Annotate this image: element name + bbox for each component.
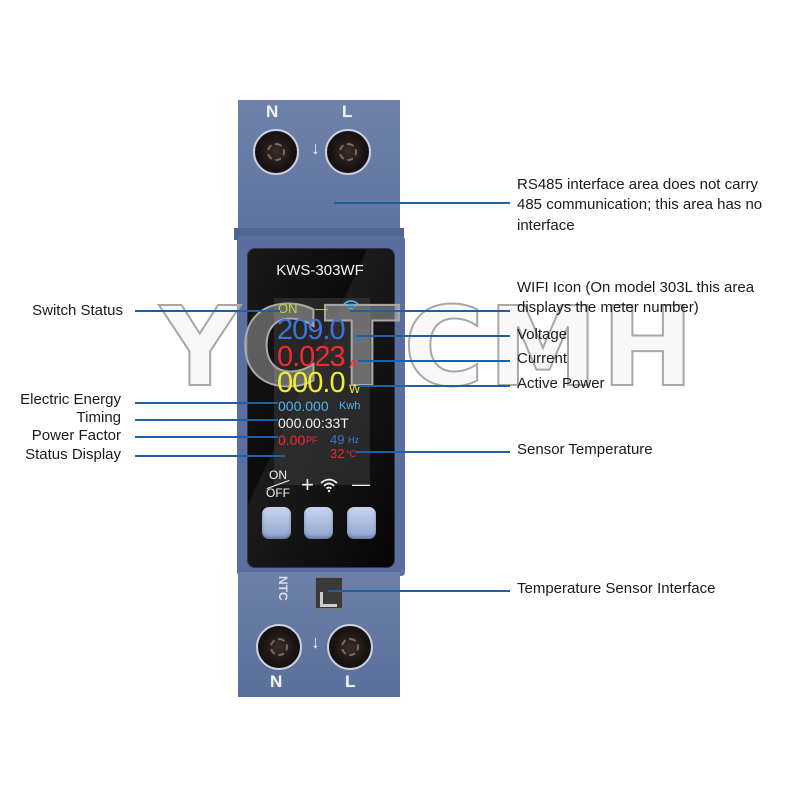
top-terminal-n-screw-icon [253,129,299,175]
callout-timing: Timing [76,409,121,426]
callout-line-power-factor [135,436,278,438]
ntc-label: NTC [276,576,290,601]
wifi-button-icon [320,478,338,497]
callout-line-status-display [135,455,285,457]
power-unit: W [349,382,361,396]
current-value: 0.023 [277,341,346,373]
callout-rs485-line3: interface [517,217,575,234]
callout-rs485-line1: RS485 interface area does not carry [517,176,758,193]
arrow-down-icon: ↓ [311,632,320,652]
callout-rs485-line2: 485 communication; this area has no [517,196,763,213]
on-off-button[interactable] [262,507,291,539]
temperature-value: 32 [330,446,345,461]
on-label: ON [269,468,287,482]
timing-value: 000.00:33T [278,415,349,431]
arrow-down-icon: ↓ [311,138,320,158]
top-terminal-l-label: L [342,102,353,121]
callout-wifi-line1: WIFI Icon (On model 303L this area [517,279,755,296]
power-factor-value: 0.00 [278,432,306,448]
power-value: 000.0 [277,367,346,399]
callout-line-sensor-temperature [356,451,510,453]
top-terminal-n-label: N [266,102,279,121]
frequency-value: 49 [330,432,345,447]
callout-line-switch-status [135,310,280,312]
callout-line-voltage [356,335,510,337]
power-factor-unit: PF [306,435,318,445]
voltage-unit: V [354,332,363,346]
top-terminal-l-screw-icon [325,129,371,175]
energy-unit: Kwh [339,400,361,412]
minus-label: — [352,474,370,494]
bottom-terminal-n-label: N [270,672,283,691]
bottom-terminal-l-label: L [345,672,356,691]
callout-line-active-power [358,385,510,387]
lcd-screen [274,298,370,485]
bottom-terminal-n-screw-icon [256,624,302,670]
callout-line-timing [135,419,278,421]
callout-wifi-line2: displays the meter number) [517,299,699,316]
bottom-terminal-l-screw-icon [327,624,373,670]
frequency-unit: Hz [348,435,359,445]
energy-value: 000.000 [278,398,329,414]
callout-active-power: Active Power [517,375,605,392]
callout-current: Current [517,350,568,367]
status-dash: — [315,301,328,316]
callout-line-electric-energy [135,402,278,404]
callout-electric-energy: Electric Energy [20,391,121,408]
callout-voltage: Voltage [517,326,568,343]
callout-line-rs485 [334,202,510,204]
wifi-icon [343,300,359,315]
minus-button[interactable] [347,507,376,539]
callout-line-current [358,360,510,362]
plus-wifi-button[interactable] [304,507,333,539]
switch-status-value: ON [278,301,298,316]
callout-sensor-temperature: Sensor Temperature [517,441,653,458]
current-unit: A [349,357,358,371]
callout-status-display: Status Display [25,446,121,463]
plus-label: + [301,472,314,497]
model-name: KWS-303WF [276,262,364,279]
temperature-unit: °C [346,449,357,459]
callout-power-factor: Power Factor [31,427,121,444]
off-label: OFF [266,486,290,500]
voltage-value: 209.0 [277,314,346,346]
callout-line-temp-sensor-interface [328,590,510,592]
callout-switch-status: Switch Status [32,302,123,319]
callout-temp-sensor-interface: Temperature Sensor Interface [517,580,716,597]
callout-line-wifi [350,310,510,312]
ntc-sensor-port[interactable] [315,577,343,609]
